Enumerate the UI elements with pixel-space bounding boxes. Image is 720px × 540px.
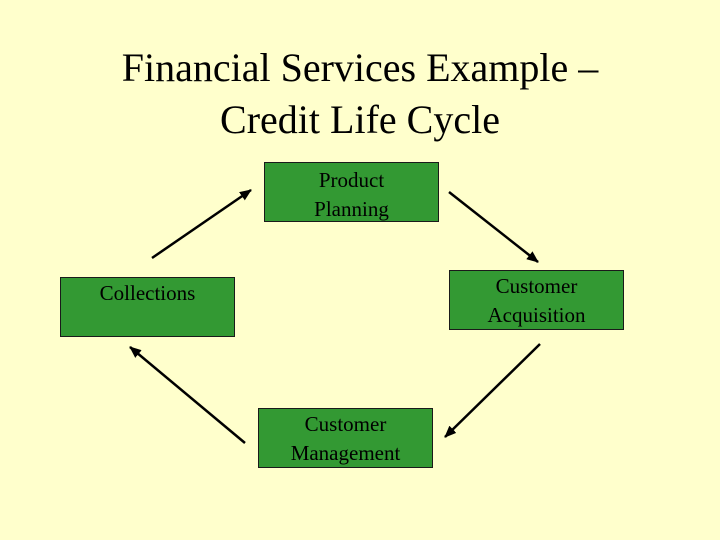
node-customer-acquisition: Customer Acquisition — [449, 270, 624, 330]
node-collections: Collections — [60, 277, 235, 337]
node-customer-management-line-2: Management — [290, 441, 401, 465]
node-customer-acquisition-line-1: Customer — [495, 274, 578, 298]
node-customer-management: Customer Management — [258, 408, 433, 468]
slide-title: Financial Services Example – Credit Life… — [0, 42, 720, 146]
node-product-planning-line-2: Planning — [314, 197, 389, 221]
node-product-planning-line-1: Product — [318, 168, 385, 192]
node-collections-label: Collections — [99, 281, 196, 305]
arrow-customer-management-to-collections — [129, 346, 246, 444]
arrow-product-planning-to-customer-acquisition — [448, 191, 539, 263]
node-customer-acquisition-line-2: Acquisition — [487, 303, 586, 327]
title-line-1: Financial Services Example – — [121, 45, 599, 90]
arrow-collections-to-product-planning — [151, 188, 252, 260]
node-customer-management-line-1: Customer — [304, 412, 387, 436]
node-product-planning: Product Planning — [264, 162, 439, 222]
title-line-2: Credit Life Cycle — [220, 97, 500, 142]
arrow-customer-acquisition-to-customer-management — [444, 343, 541, 438]
